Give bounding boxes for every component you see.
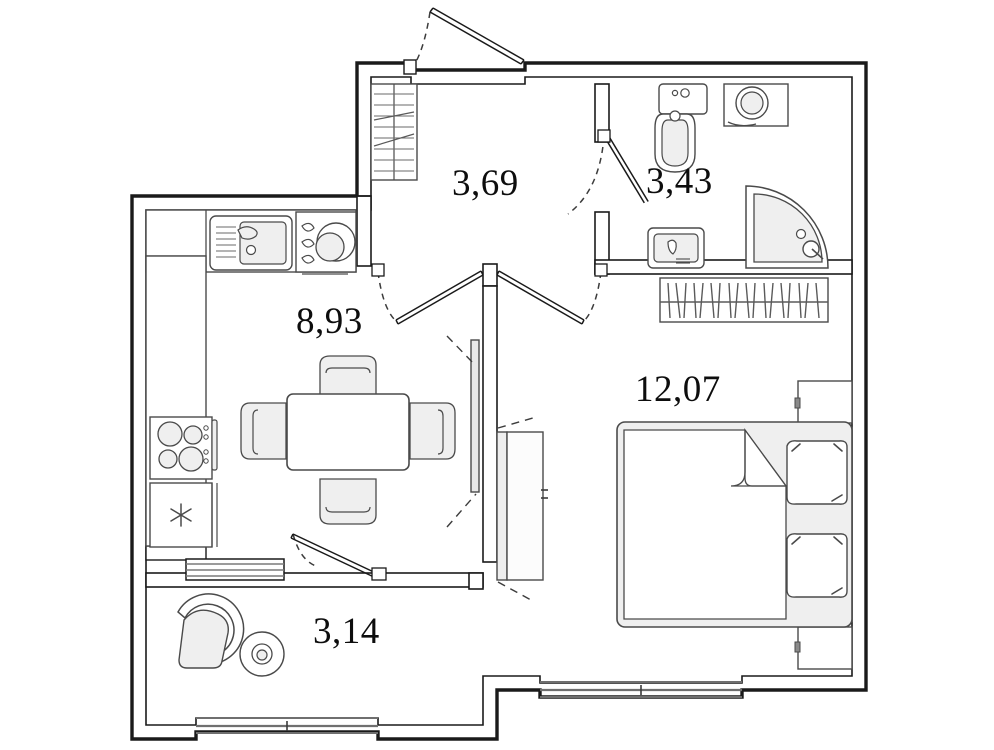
nightstand-bottom bbox=[794, 626, 853, 670]
bathroom-door bbox=[567, 129, 649, 215]
window-loggia-left bbox=[185, 558, 285, 581]
armchair bbox=[177, 593, 245, 669]
double-bed bbox=[616, 421, 853, 628]
kitchen-furniture bbox=[145, 209, 456, 548]
kitchen-door bbox=[371, 263, 484, 325]
windows bbox=[185, 558, 742, 734]
bedroom-door bbox=[496, 263, 608, 325]
loggia-door bbox=[290, 533, 387, 581]
dining-chair-left bbox=[240, 402, 287, 460]
toilet bbox=[654, 83, 708, 173]
dining-chair-top bbox=[319, 355, 377, 402]
bedroom-wardrobe bbox=[659, 277, 829, 323]
window-loggia-bottom bbox=[196, 717, 378, 734]
window-bedroom bbox=[540, 681, 742, 698]
dining-chair-bottom bbox=[319, 478, 377, 525]
area-label-loggia: 3,14 bbox=[313, 611, 380, 652]
doors bbox=[290, 7, 649, 601]
entry-door bbox=[403, 7, 525, 75]
bathroom-fixtures bbox=[647, 83, 829, 269]
side-table bbox=[239, 631, 285, 677]
cooktop bbox=[149, 416, 218, 480]
loggia-furniture bbox=[177, 593, 285, 677]
area-label-bathroom: 3,43 bbox=[646, 161, 713, 202]
bedroom-furniture bbox=[616, 380, 853, 670]
area-label-bedroom: 12,07 bbox=[635, 369, 721, 410]
washing-machine bbox=[723, 83, 789, 127]
dining-chair-right bbox=[409, 402, 456, 460]
dining-table bbox=[240, 355, 456, 525]
refrigerator bbox=[149, 482, 218, 548]
nightstand-top bbox=[794, 380, 853, 424]
washbasin bbox=[647, 227, 705, 269]
dishwasher bbox=[295, 211, 357, 275]
sliding-partition bbox=[446, 335, 548, 601]
kitchen-sink bbox=[209, 215, 293, 271]
area-label-kitchen-living: 8,93 bbox=[296, 301, 363, 342]
shower-cabin bbox=[745, 185, 829, 269]
area-label-hallway: 3,69 bbox=[452, 163, 519, 204]
entry-wardrobe bbox=[370, 83, 418, 181]
